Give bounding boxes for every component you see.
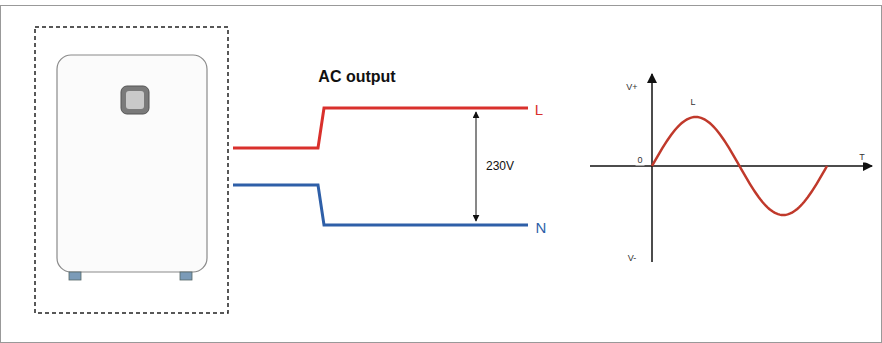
frame bbox=[1, 6, 882, 343]
sine-wave bbox=[652, 117, 827, 215]
display-screen bbox=[126, 91, 144, 109]
y-axis bbox=[651, 74, 653, 262]
voltage-dimension bbox=[476, 112, 477, 221]
axis-label: V- bbox=[626, 253, 639, 264]
line-terminal-label: L bbox=[533, 101, 545, 118]
wave-label: L bbox=[688, 97, 697, 108]
neutral-wire bbox=[233, 185, 528, 225]
axis-label: V+ bbox=[624, 82, 639, 93]
display-bezel bbox=[121, 86, 149, 114]
x-axis bbox=[590, 165, 872, 167]
inverter-cabinet bbox=[57, 55, 207, 272]
origin-label: 0 bbox=[635, 155, 644, 166]
waveform-group bbox=[652, 117, 827, 215]
live-wire bbox=[233, 108, 528, 148]
foot bbox=[180, 272, 192, 280]
axis-label: T bbox=[857, 152, 867, 163]
heading: AC output bbox=[316, 68, 397, 86]
foot bbox=[69, 272, 81, 280]
neutral-terminal-label: N bbox=[534, 219, 549, 236]
voltage-label: 230V bbox=[484, 159, 516, 173]
device-boundary bbox=[35, 27, 228, 313]
